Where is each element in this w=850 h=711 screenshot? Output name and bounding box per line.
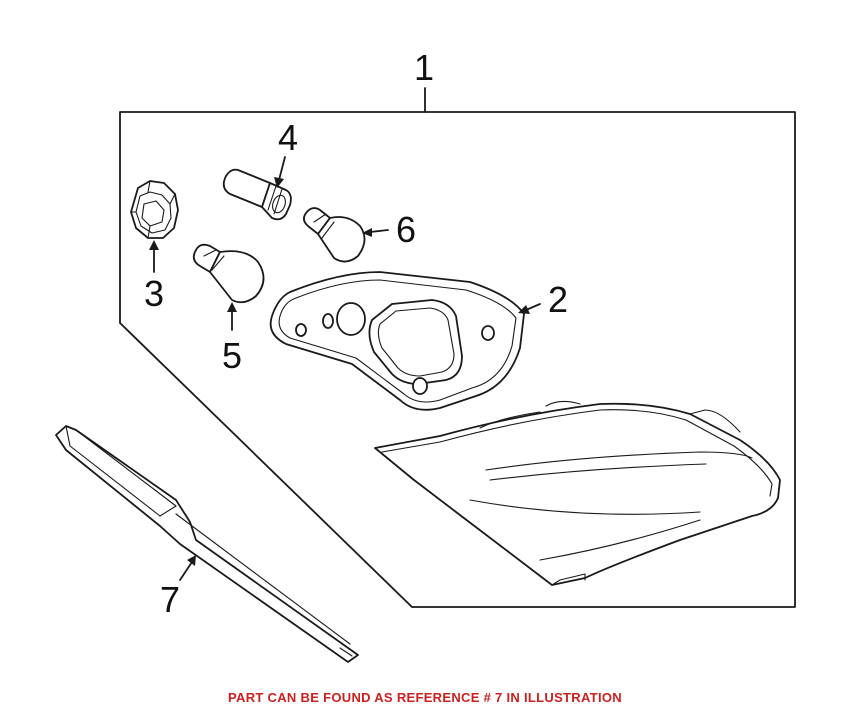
arrow-6 [362, 228, 389, 237]
lamp-housing [374, 400, 781, 586]
part-5-bulb [192, 243, 265, 304]
callout-7: 7 [160, 579, 181, 620]
callout-1: 1 [414, 47, 435, 88]
arrow-2 [518, 303, 541, 314]
part-6-bulb [303, 207, 366, 263]
arrow-3 [149, 240, 159, 273]
callout-4: 4 [278, 117, 299, 158]
part-7-trim [55, 425, 359, 663]
part-3-socket [130, 180, 179, 239]
callout-2: 2 [548, 279, 569, 320]
arrow-5 [227, 302, 237, 331]
assembly-frame [119, 87, 796, 608]
part-2-gasket [269, 271, 525, 411]
callout-3: 3 [144, 273, 165, 314]
arrow-7 [179, 555, 196, 581]
callout-5: 5 [222, 335, 243, 376]
arrow-4 [274, 156, 286, 188]
callout-6: 6 [396, 209, 417, 250]
reference-note: PART CAN BE FOUND AS REFERENCE # 7 IN IL… [228, 690, 622, 705]
part-4-bulb [222, 168, 292, 221]
